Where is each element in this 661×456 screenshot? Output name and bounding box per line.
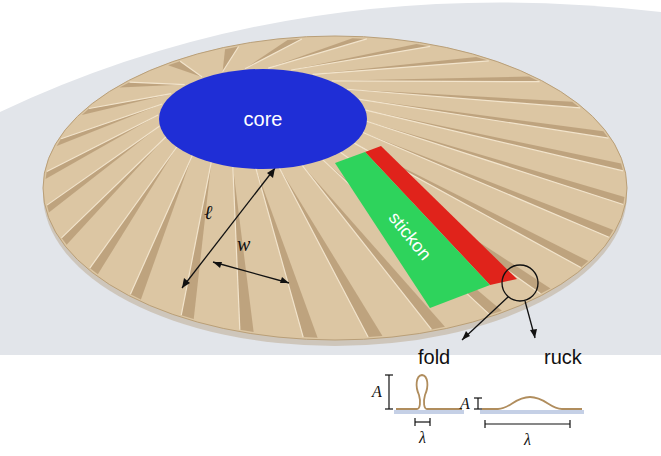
pleat-shade bbox=[256, 168, 318, 338]
pleat-shade bbox=[332, 77, 540, 82]
pleat-ridge bbox=[256, 168, 303, 337]
bar-tick bbox=[474, 408, 482, 409]
width-arrow bbox=[213, 262, 289, 283]
leader-line bbox=[462, 297, 508, 340]
arrowhead bbox=[530, 329, 537, 338]
pleat-shade bbox=[233, 166, 254, 332]
pleat-ridge bbox=[245, 39, 302, 69]
amplitude-symbol: A bbox=[372, 384, 382, 400]
pleat-ridge bbox=[332, 80, 540, 82]
length-symbol: ℓ bbox=[204, 202, 212, 222]
arrowhead bbox=[462, 331, 470, 340]
substrate-bar bbox=[394, 410, 464, 414]
wavelength-bar bbox=[485, 423, 570, 424]
pleat-shade bbox=[223, 47, 239, 72]
substrate-surface bbox=[0, 2, 661, 355]
pleat-shade bbox=[245, 39, 302, 69]
wavelength-symbol: λ bbox=[524, 432, 531, 448]
bar-tick bbox=[484, 420, 485, 428]
pleat-shade bbox=[120, 82, 185, 87]
substrate-bar bbox=[480, 410, 584, 414]
pleat-shade bbox=[82, 94, 171, 115]
pleat-ridge bbox=[313, 61, 489, 75]
pleat-shade bbox=[61, 137, 165, 245]
width-symbol: w bbox=[237, 234, 250, 254]
pleat-ridge bbox=[180, 61, 202, 77]
sheet-disc bbox=[43, 36, 627, 340]
pleat-ridge bbox=[347, 89, 580, 108]
pleat-ridge bbox=[365, 110, 624, 171]
pleat-shade bbox=[130, 155, 192, 299]
node-shape bbox=[159, 69, 367, 169]
pleat-ridge bbox=[130, 155, 192, 294]
bar-tick bbox=[474, 397, 482, 398]
pleat-group bbox=[46, 38, 625, 337]
arrowhead bbox=[267, 168, 275, 178]
pleat-shade bbox=[168, 61, 202, 77]
pleat-ridge bbox=[223, 47, 239, 72]
bar-tick bbox=[385, 408, 393, 409]
pleat-ridge bbox=[358, 99, 608, 138]
pleat-ridge bbox=[268, 39, 367, 68]
arrowhead bbox=[182, 278, 190, 288]
fold-label: fold bbox=[418, 347, 450, 367]
pleat-ridge bbox=[89, 94, 171, 109]
detail-circle bbox=[502, 265, 538, 301]
arrowhead bbox=[280, 277, 289, 283]
pleat-shade bbox=[347, 89, 580, 108]
wavelength-bar bbox=[415, 421, 430, 422]
pleat-ridge bbox=[129, 82, 184, 84]
amplitude-bar bbox=[477, 398, 478, 409]
pleat-shade bbox=[57, 104, 163, 146]
amplitude-bar bbox=[388, 375, 389, 409]
bar-tick bbox=[414, 418, 415, 426]
stickon-strip: stickon bbox=[330, 150, 495, 310]
pleat-shade bbox=[365, 110, 624, 171]
pleat-ridge bbox=[47, 115, 158, 172]
node-label: core bbox=[244, 109, 283, 129]
length-arrow bbox=[182, 168, 275, 288]
pleat-shade bbox=[268, 38, 367, 68]
pleat-ridge bbox=[61, 104, 162, 139]
pleat-shade bbox=[181, 162, 211, 319]
wavelength-symbol: λ bbox=[419, 430, 426, 446]
fold-profile bbox=[396, 375, 462, 409]
core-ellipse: core bbox=[158, 68, 368, 170]
pleat-ridge bbox=[90, 147, 177, 268]
ruck-profile bbox=[482, 397, 582, 409]
arrowhead bbox=[213, 262, 222, 268]
bar-tick bbox=[429, 418, 430, 426]
amplitude-symbol: A bbox=[460, 396, 470, 412]
pleat-ridge bbox=[181, 162, 211, 316]
node-shape bbox=[335, 152, 490, 308]
ruck-label: ruck bbox=[544, 347, 582, 367]
pleat-shade bbox=[313, 57, 489, 74]
pleat-shade bbox=[358, 99, 608, 138]
bar-tick bbox=[569, 420, 570, 428]
bar-tick bbox=[385, 374, 393, 375]
